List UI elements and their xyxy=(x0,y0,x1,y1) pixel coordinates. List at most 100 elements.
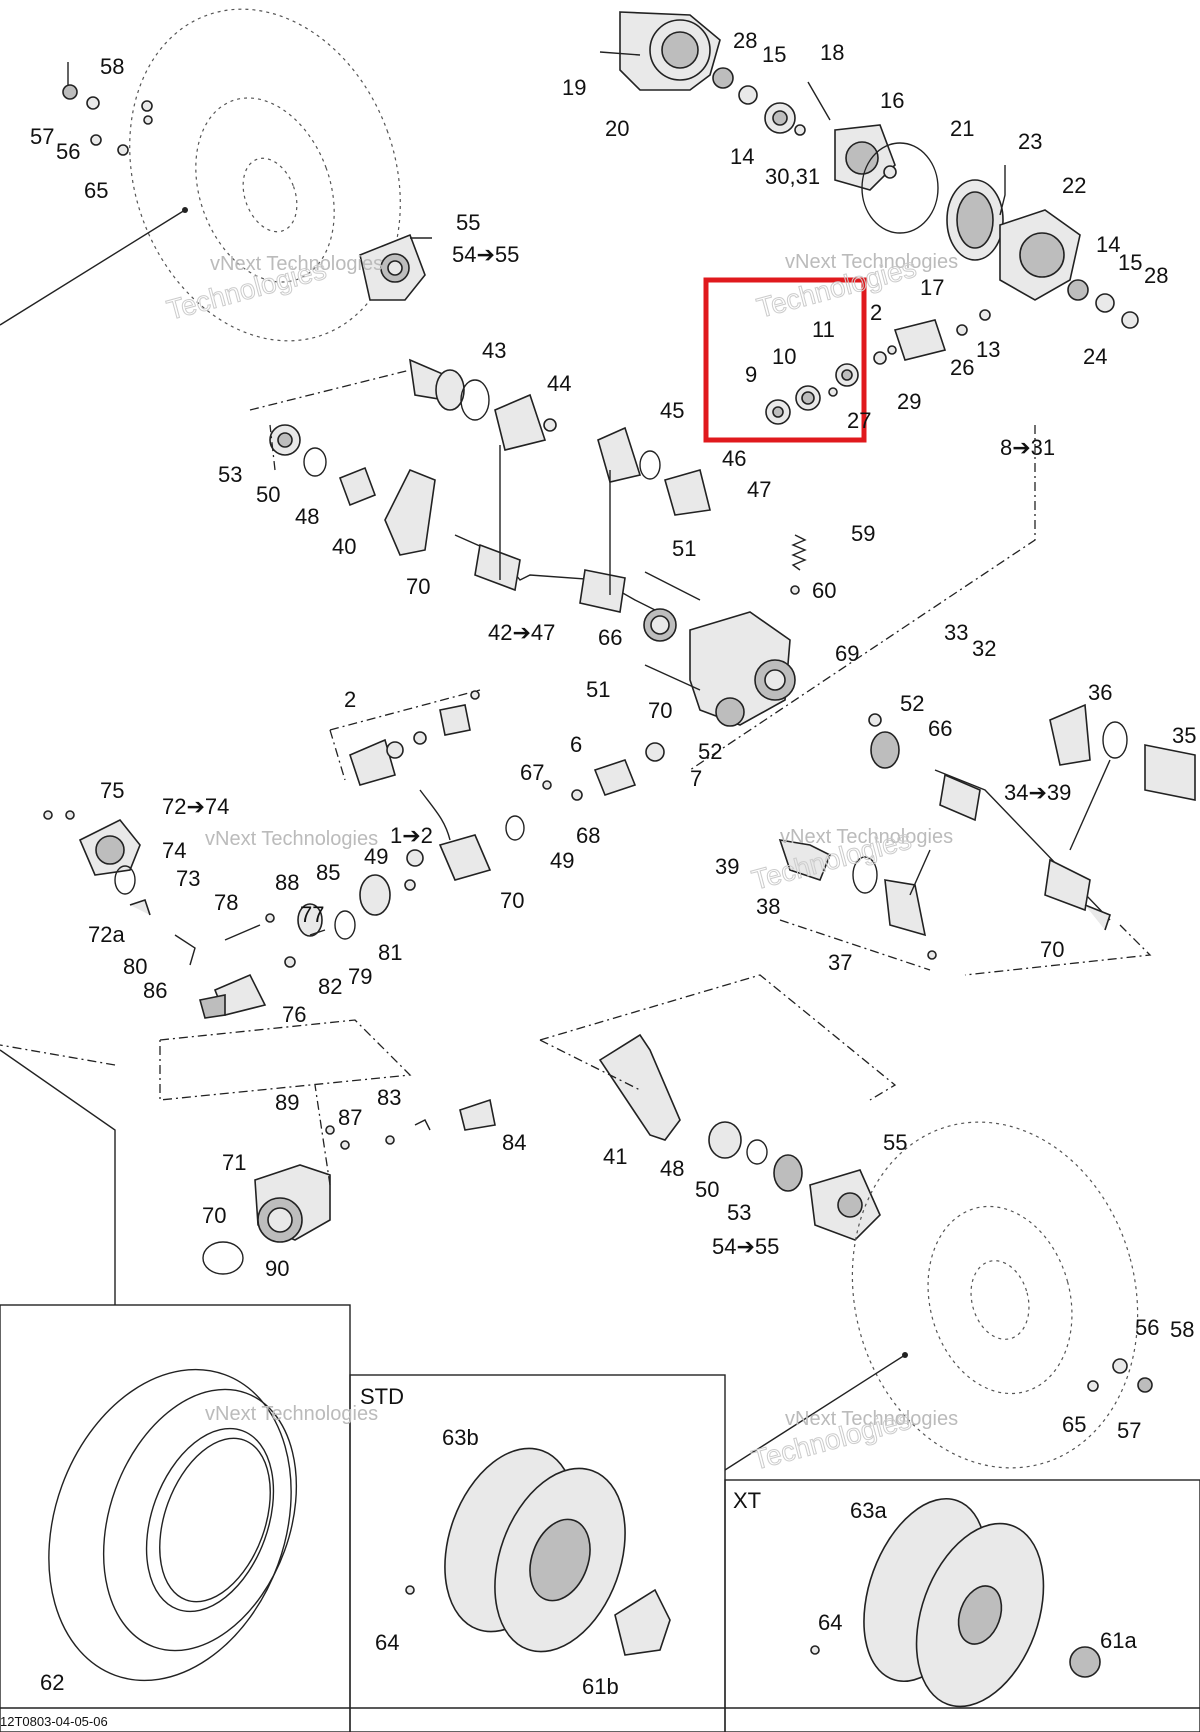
callout: 67 xyxy=(520,760,544,785)
highlighted-bearing-group xyxy=(765,345,897,425)
callout: 79 xyxy=(348,964,372,989)
callout: 51 xyxy=(672,536,696,561)
callout: 52 xyxy=(698,739,722,764)
callout: 37 xyxy=(828,950,852,975)
left-axle-group xyxy=(269,358,711,642)
callout: 51 xyxy=(586,677,610,702)
callout: 9 xyxy=(745,362,757,387)
watermark-text: vNext Technologies xyxy=(210,253,383,275)
callout: 34➔39 xyxy=(1004,780,1071,805)
callout: 56 xyxy=(1135,1315,1159,1340)
actuator-group xyxy=(43,810,356,1019)
callout: 7 xyxy=(690,766,702,791)
callout: 22 xyxy=(1062,173,1086,198)
callout: 74 xyxy=(162,838,186,863)
callout: 70 xyxy=(648,698,672,723)
callout: 82 xyxy=(318,974,342,999)
callout: 58 xyxy=(1170,1317,1194,1342)
watermark-text: vNext Technologies xyxy=(205,1403,378,1425)
callout: 46 xyxy=(722,446,746,471)
callout: 63b xyxy=(442,1425,479,1450)
watermark-text: vNext Technologies xyxy=(780,826,953,848)
callout: 84 xyxy=(502,1130,526,1155)
callout: 50 xyxy=(695,1177,719,1202)
callout: 14 xyxy=(730,144,754,169)
callout: 39 xyxy=(715,854,739,879)
callout: 89 xyxy=(275,1090,299,1115)
bottom-right-wheel xyxy=(724,1121,1153,1471)
callout: 38 xyxy=(756,894,780,919)
callout: 10 xyxy=(772,344,796,369)
callout: 15 xyxy=(1118,250,1142,275)
callout: 61b xyxy=(582,1674,619,1699)
callout: 19 xyxy=(562,75,586,100)
callout: 41 xyxy=(603,1144,627,1169)
connector-lines xyxy=(0,369,1152,1186)
callout: 72➔74 xyxy=(162,794,229,819)
callout: 66 xyxy=(928,716,952,741)
callout: 32 xyxy=(972,636,996,661)
callout: 28 xyxy=(733,28,757,53)
callout: 70 xyxy=(202,1203,226,1228)
callout: 17 xyxy=(920,275,944,300)
callout: 15 xyxy=(762,42,786,67)
callout: 80 xyxy=(123,954,147,979)
callout: 40 xyxy=(332,534,356,559)
callout: 55 xyxy=(456,210,480,235)
watermarks: vNext Technologies Technologies vNext Te… xyxy=(163,251,958,1476)
hub-top xyxy=(359,233,432,301)
callout: 70 xyxy=(500,888,524,913)
callout: 64 xyxy=(818,1610,842,1635)
callout: 76 xyxy=(282,1002,306,1027)
callout: 59 xyxy=(851,521,875,546)
mid-shaft-group xyxy=(349,690,665,916)
callout: 57 xyxy=(1117,1418,1141,1443)
callout: 36 xyxy=(1088,680,1112,705)
callout: 66 xyxy=(598,625,622,650)
callout: 48 xyxy=(660,1156,684,1181)
gear-case-group xyxy=(599,11,1139,361)
red-highlight-box xyxy=(703,277,867,443)
callout: 35 xyxy=(1172,723,1196,748)
callout: 44 xyxy=(547,371,571,396)
callout: 50 xyxy=(256,482,280,507)
callout: 68 xyxy=(576,823,600,848)
watermark-text: vNext Technologies xyxy=(205,828,378,850)
lower-right-group xyxy=(598,1033,881,1241)
callout: 86 xyxy=(143,978,167,1003)
callout: 65 xyxy=(84,178,108,203)
callout: 26 xyxy=(950,355,974,380)
callout: 62 xyxy=(40,1670,64,1695)
std-section-label: STD xyxy=(360,1384,404,1409)
callout: 2 xyxy=(344,687,356,712)
lower-left-group xyxy=(202,1098,496,1275)
callout: 16 xyxy=(880,88,904,113)
callout: 73 xyxy=(176,866,200,891)
callout: 45 xyxy=(660,398,684,423)
callout: 55 xyxy=(883,1130,907,1155)
callout: 30,31 xyxy=(765,164,820,189)
callout: 6 xyxy=(570,732,582,757)
callout: 20 xyxy=(605,116,629,141)
callout: 72a xyxy=(88,922,125,947)
callout: 81 xyxy=(378,940,402,965)
callout: 70 xyxy=(1040,937,1064,962)
callout: 28 xyxy=(1144,263,1168,288)
watermark-text: vNext Technologies xyxy=(785,1408,958,1430)
callout: 70 xyxy=(406,574,430,599)
callout: 71 xyxy=(222,1150,246,1175)
callout: 14 xyxy=(1096,232,1120,257)
callout: 78 xyxy=(214,890,238,915)
rim-xt xyxy=(810,1497,1101,1708)
callout: 85 xyxy=(316,860,340,885)
callout: 90 xyxy=(265,1256,289,1281)
tire-62 xyxy=(48,1368,298,1682)
callout: 27 xyxy=(847,408,871,433)
callout: 54➔55 xyxy=(712,1234,779,1259)
xt-section-label: XT xyxy=(733,1488,761,1513)
callout: 42➔47 xyxy=(488,620,555,645)
callout: 77 xyxy=(300,902,324,927)
callout: 87 xyxy=(338,1105,362,1130)
callout: 33 xyxy=(944,620,968,645)
